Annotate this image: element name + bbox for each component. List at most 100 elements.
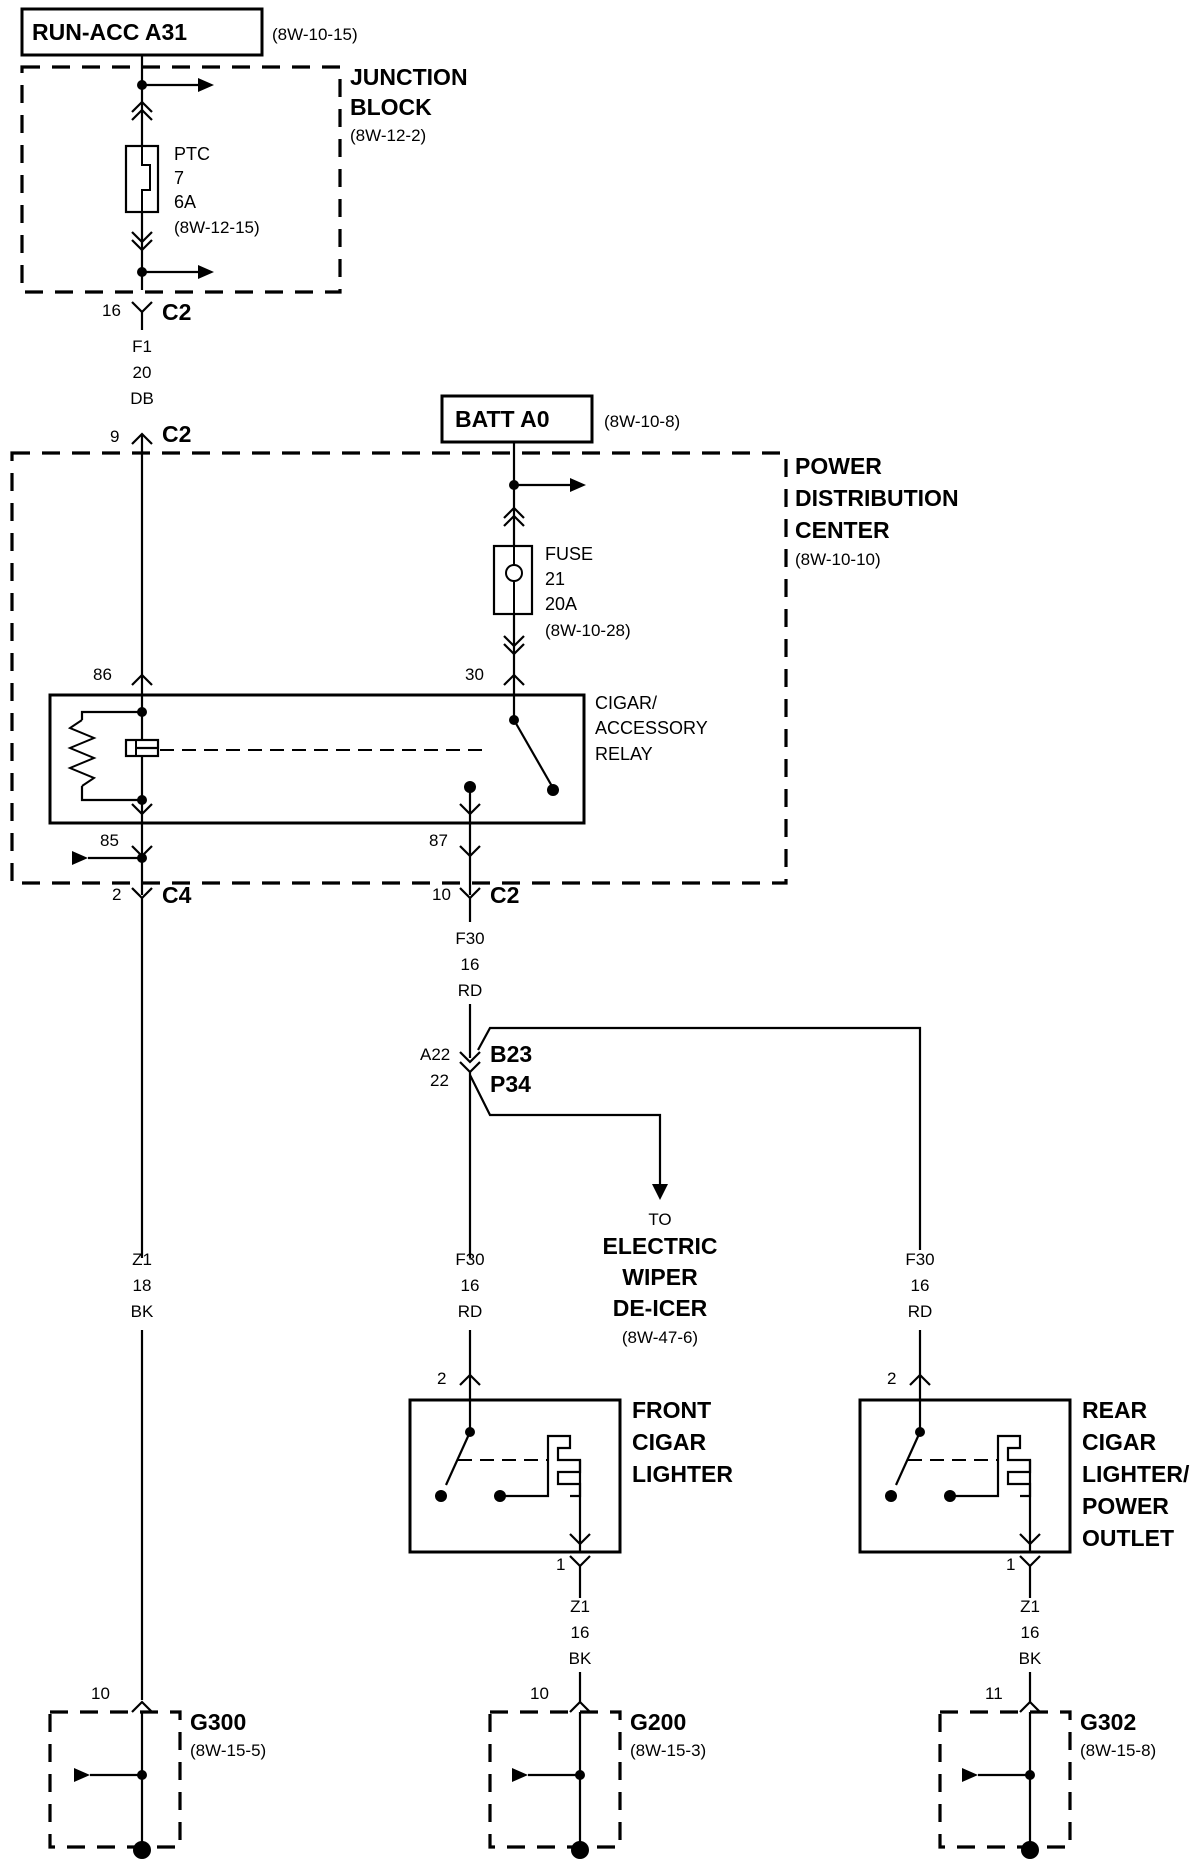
run-acc-title: RUN-ACC A31 — [32, 19, 187, 45]
ground-g300-name: G300 — [190, 1709, 246, 1735]
rear-lighter-box — [858, 1398, 1072, 1554]
ptc-label-4: (8W-12-15) — [174, 218, 260, 237]
ground-g200-name: G200 — [630, 1709, 686, 1735]
ground-g302-outline — [938, 1710, 1072, 1849]
splice-name-b: P34 — [490, 1071, 531, 1097]
rear-lighter-label-2: CIGAR — [1082, 1429, 1157, 1455]
ground-g300-arrow — [74, 1768, 90, 1782]
rear-lighter-pin-bottom: 1 — [1006, 1555, 1015, 1574]
jb-c2-connector — [131, 301, 153, 314]
pdc-outline — [10, 451, 788, 885]
wire-f30-c-3: RD — [908, 1302, 933, 1321]
ground-g302-ref: (8W-15-8) — [1080, 1741, 1156, 1760]
ground-g200-arrow — [512, 1768, 528, 1782]
front-lighter-element — [546, 1434, 582, 1498]
ground-g302-pin: 11 — [985, 1684, 1003, 1703]
pdc-c2-label: C2 — [490, 882, 519, 908]
ground-g300-icon — [133, 1841, 151, 1859]
ground-g200-pin: 10 — [530, 1684, 549, 1703]
ground-g200-icon — [571, 1841, 589, 1859]
batt-title: BATT A0 — [455, 406, 550, 432]
jb-connector: C2 — [162, 299, 191, 325]
wire-z1-left-3: BK — [131, 1302, 154, 1321]
wire-z1-right-3: BK — [1019, 1649, 1042, 1668]
junction-block-ref: (8W-12-2) — [350, 126, 426, 145]
junction-block-label-2: BLOCK — [350, 94, 432, 120]
run-acc-ref: (8W-10-15) — [272, 25, 358, 44]
wire-f30-c-2: 16 — [911, 1276, 930, 1295]
jb-pin: 16 — [102, 301, 121, 320]
wire-z1-mid-2: 16 — [571, 1623, 590, 1642]
wire-z1-mid-1: Z1 — [570, 1597, 590, 1616]
deicer-to: TO — [648, 1210, 671, 1229]
wire-f30-b-2: 16 — [461, 1276, 480, 1295]
relay-pin-87: 87 — [429, 831, 448, 850]
relay-box — [48, 693, 586, 825]
fuse-label-1: FUSE — [545, 544, 593, 564]
relay-resistor — [67, 719, 97, 787]
ground-g302-name: G302 — [1080, 1709, 1136, 1735]
relay-label-1: CIGAR/ — [595, 693, 657, 713]
ptc-label-2: 7 — [174, 168, 184, 188]
wire-f1-label-2: 20 — [133, 363, 152, 382]
wire-z1-left-1: Z1 — [132, 1250, 152, 1269]
jb-branch-arrow-top — [198, 78, 214, 92]
relay-pin-86: 86 — [93, 665, 112, 684]
ground-g302-arrow — [962, 1768, 978, 1782]
relay-label-2: ACCESSORY — [595, 718, 708, 738]
rear-lighter-label-5: OUTLET — [1082, 1525, 1174, 1551]
pdc-c4-pin: 2 — [112, 885, 121, 904]
wire-f30-a-1: F30 — [455, 929, 484, 948]
ground-g300-pin: 10 — [91, 1684, 110, 1703]
batt-ref: (8W-10-8) — [604, 412, 680, 431]
deicer-label-2: WIPER — [622, 1264, 698, 1290]
ptc-label-3: 6A — [174, 192, 196, 212]
splice-pin-b: 22 — [430, 1071, 449, 1090]
deicer-ref: (8W-47-6) — [622, 1328, 698, 1347]
wire-f30-b-3: RD — [458, 1302, 483, 1321]
ground-g302-icon — [1021, 1841, 1039, 1859]
pdc-c4-label: C4 — [162, 882, 192, 908]
rear-lighter-pin-top: 2 — [887, 1369, 896, 1388]
wire-z1-mid-3: BK — [569, 1649, 592, 1668]
wire-f1-label-3: DB — [130, 389, 154, 408]
jb-branch-arrow-bottom — [198, 265, 214, 279]
pdc-top-pin: 9 — [110, 427, 119, 446]
ground-g200-ref: (8W-15-3) — [630, 1741, 706, 1760]
relay-pin-85: 85 — [100, 831, 119, 850]
deicer-arrow — [652, 1184, 668, 1200]
relay-pin-30: 30 — [465, 665, 484, 684]
rear-lighter-label-3: LIGHTER/ — [1082, 1461, 1190, 1487]
relay-85-arrow — [72, 851, 88, 865]
rear-lighter-label-4: POWER — [1082, 1493, 1169, 1519]
rear-lighter-label-1: REAR — [1082, 1397, 1148, 1423]
batt-box — [440, 394, 594, 444]
splice-pin-a: A22 — [420, 1045, 450, 1064]
ptc-label-1: PTC — [174, 144, 210, 164]
wire-z1-right-2: 16 — [1021, 1623, 1040, 1642]
pdc-label-2: DISTRIBUTION — [795, 485, 959, 511]
pdc-c2-pin: 10 — [432, 885, 451, 904]
ground-g200-outline — [488, 1710, 622, 1849]
splice-name-a: B23 — [490, 1041, 532, 1067]
rear-lighter-element — [996, 1434, 1032, 1498]
junction-block-label-1: JUNCTION — [350, 64, 468, 90]
ground-g300-ref: (8W-15-5) — [190, 1741, 266, 1760]
batt-branch-arrow — [570, 478, 586, 492]
wire-z1-left-2: 18 — [133, 1276, 152, 1295]
front-lighter-box — [408, 1398, 622, 1554]
pdc-label-1: POWER — [795, 453, 882, 479]
wire-f30-b-1: F30 — [455, 1250, 484, 1269]
wire-f30-a-2: 16 — [461, 955, 480, 974]
junction-block-outline — [20, 65, 342, 294]
wire-f1-label-1: F1 — [132, 337, 152, 356]
front-lighter-label-3: LIGHTER — [632, 1461, 733, 1487]
front-lighter-pin-bottom: 1 — [556, 1555, 565, 1574]
relay-label-3: RELAY — [595, 744, 653, 764]
pdc-top-connector: C2 — [162, 421, 191, 447]
deicer-label-1: ELECTRIC — [603, 1233, 718, 1259]
deicer-label-3: DE-ICER — [613, 1295, 708, 1321]
pdc-label-3: CENTER — [795, 517, 890, 543]
front-lighter-label-2: CIGAR — [632, 1429, 707, 1455]
